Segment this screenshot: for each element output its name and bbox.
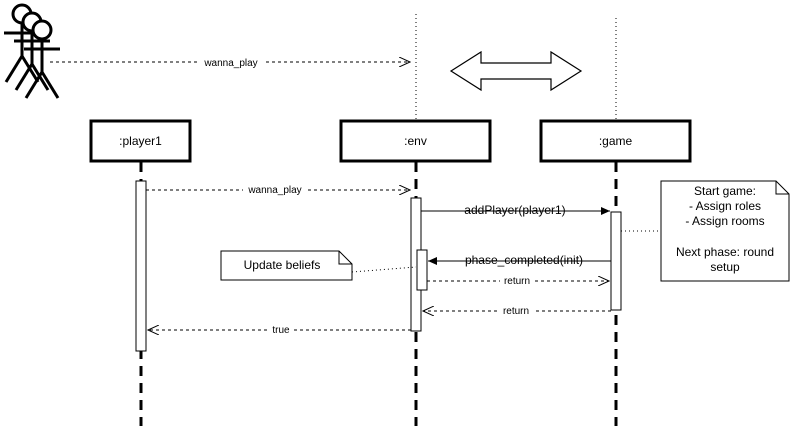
participant-player1: :player1 (89, 119, 192, 163)
game-to-env-phase-message-label: phase_completed(init) (465, 253, 583, 267)
env-return-message-label: return (504, 276, 530, 287)
participant-game: :game (539, 119, 692, 163)
update-beliefs-note-text: Update beliefs (244, 258, 321, 272)
actor-figure-3 (24, 19, 60, 99)
participant-game-label: :game (599, 134, 633, 148)
update-beliefs-note: Update beliefs (220, 250, 353, 281)
actors-icon (4, 3, 60, 99)
participant-player1-label: :player1 (119, 134, 162, 148)
bidirectional-arrow-icon (449, 50, 583, 92)
start-game-note-line2: - Assign roles (689, 199, 761, 213)
env-to-player1-message-label: true (272, 325, 290, 336)
game-activation-bar (610, 211, 622, 311)
start-game-note: Start game: - Assign roles - Assign room… (660, 180, 790, 282)
start-game-note-line4: Next phase: round (676, 245, 774, 259)
start-game-note-line3: - Assign rooms (685, 214, 764, 228)
game-to-env-return-label: return (503, 306, 529, 317)
start-game-note-line5: setup (710, 260, 740, 274)
participant-env: :env (339, 119, 492, 163)
update-beliefs-connector (351, 266, 417, 273)
env-to-game-message-label: addPlayer(player1) (464, 203, 565, 217)
actors-to-env-message-label: wanna_play (203, 58, 257, 69)
player1-activation-bar (135, 180, 147, 352)
player1-to-env-message-label: wanna_play (247, 185, 301, 196)
participant-env-label: :env (404, 134, 427, 148)
env-nested-activation-bar (416, 249, 428, 291)
start-game-note-line1: Start game: (694, 184, 756, 198)
